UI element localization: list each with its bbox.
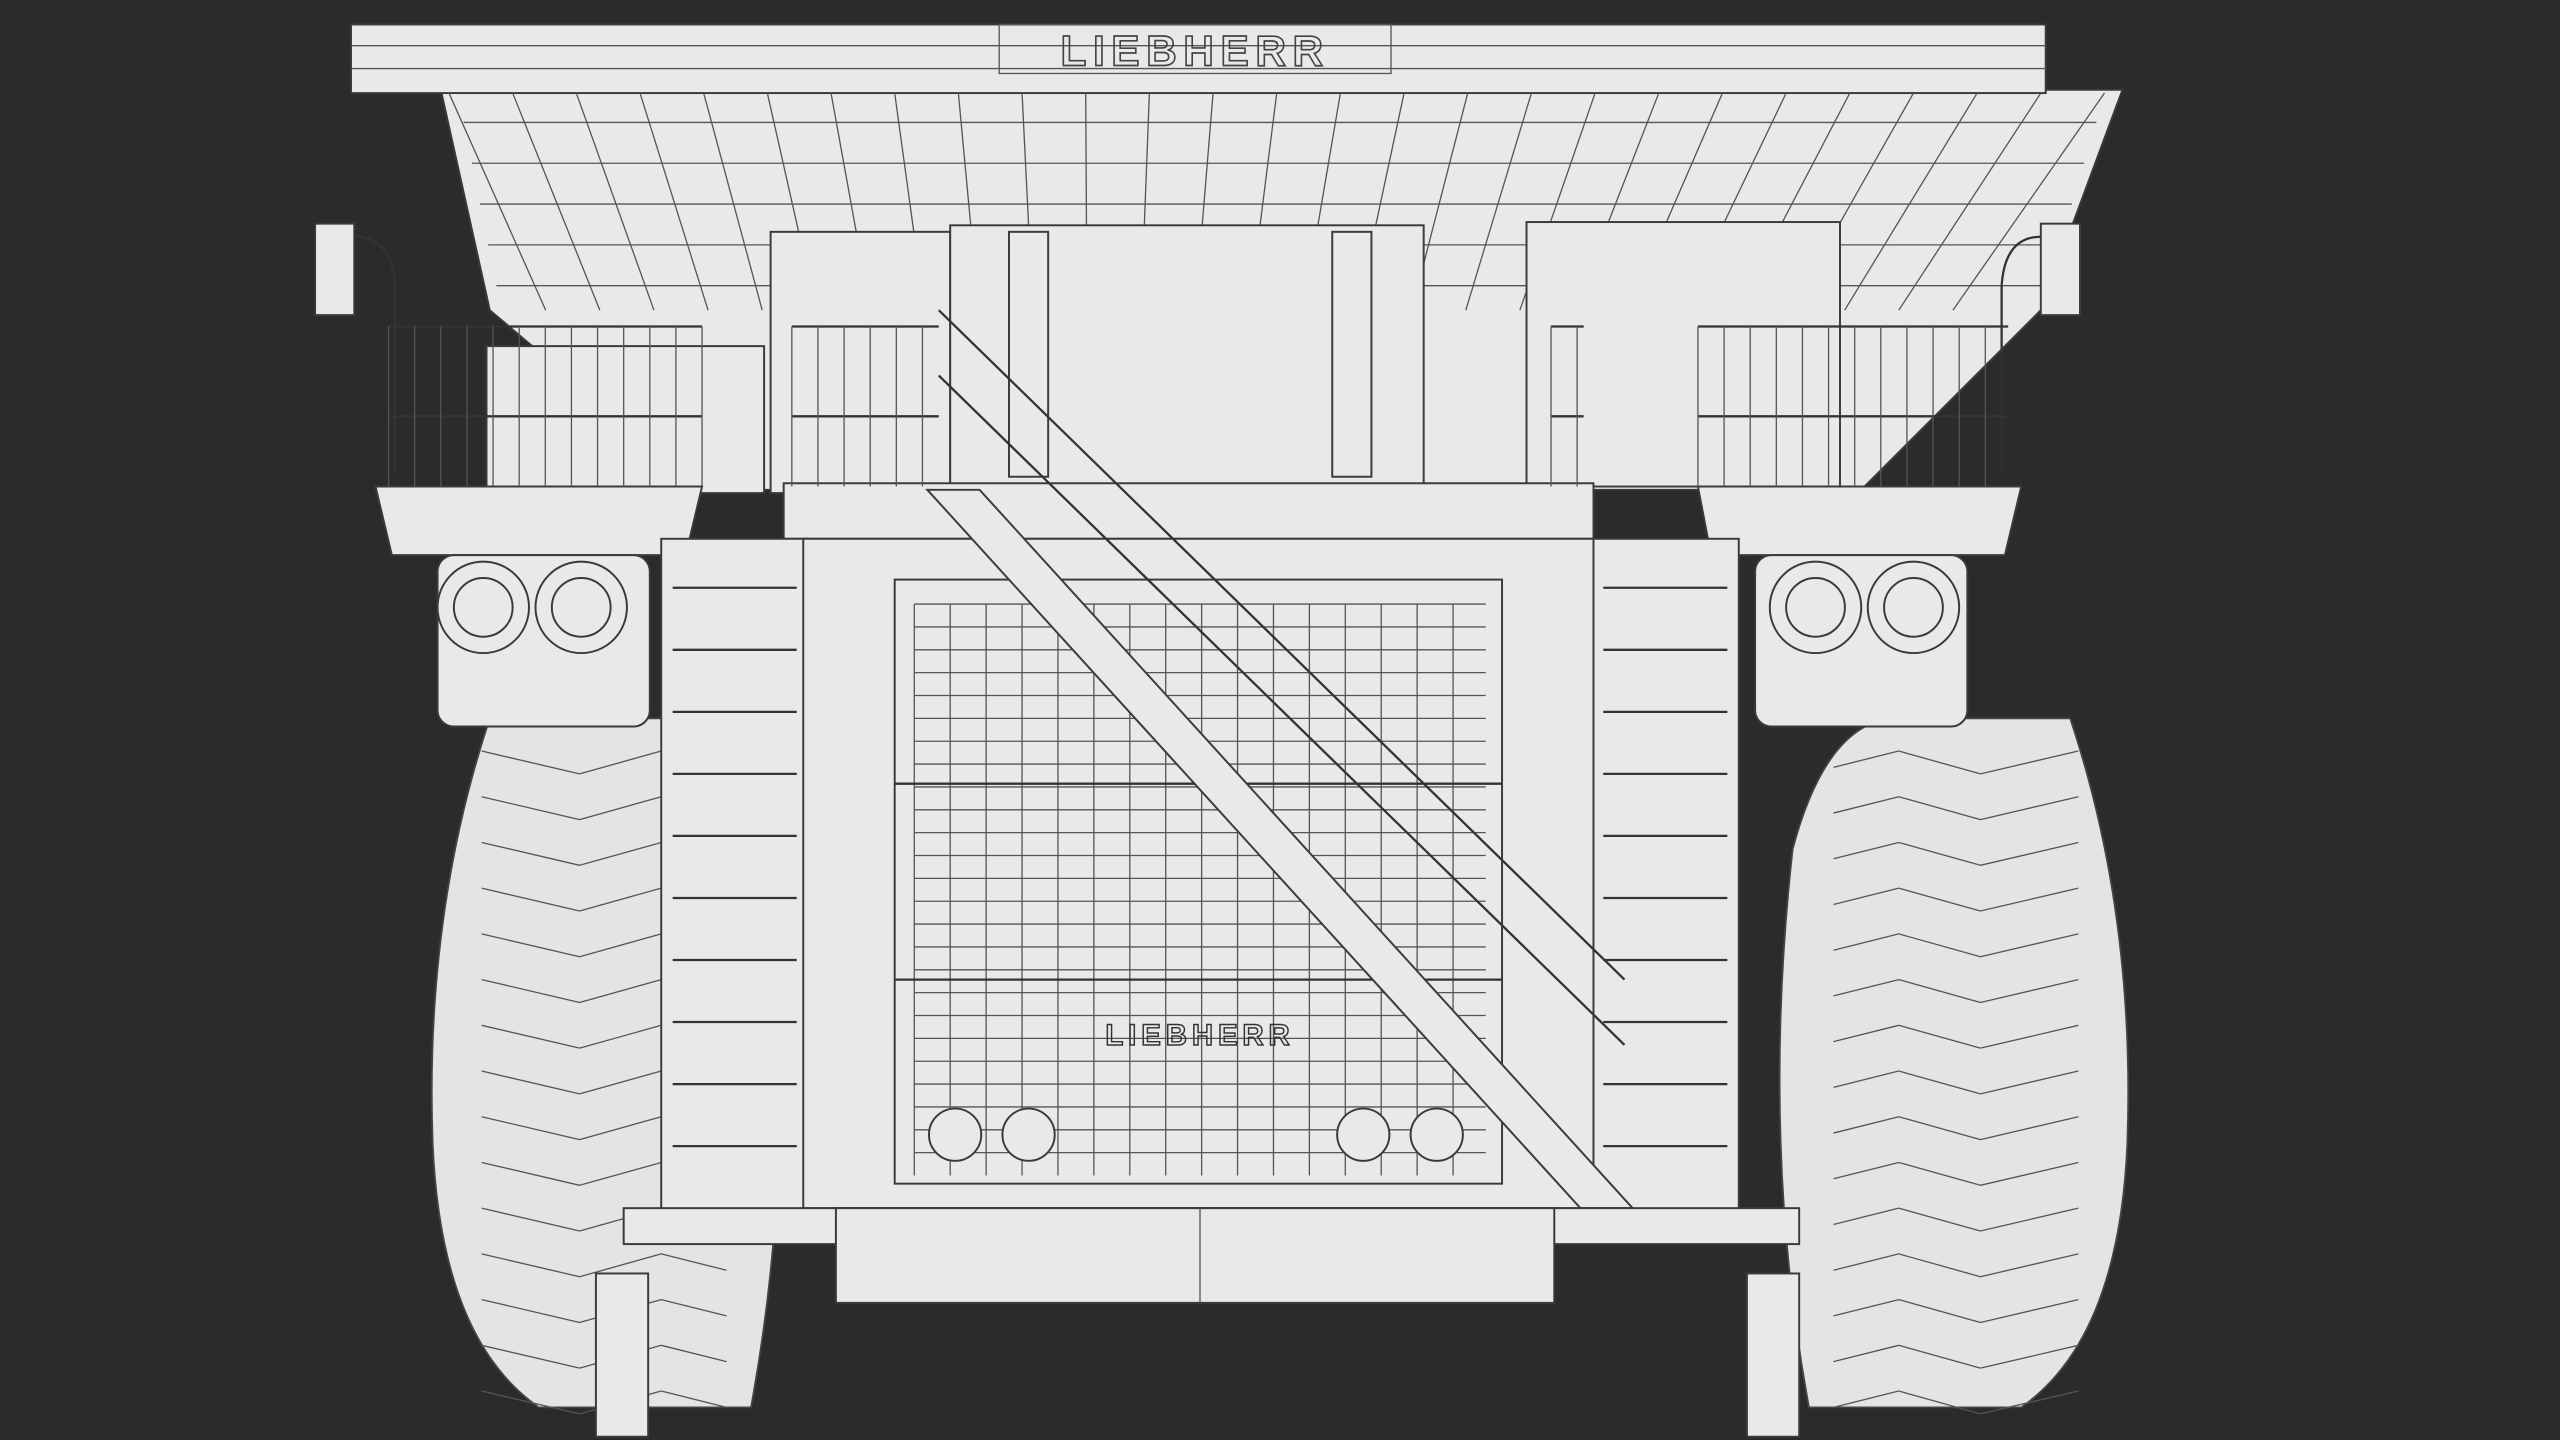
front-bumper xyxy=(594,1207,1801,1438)
left-mirror xyxy=(314,222,397,474)
side-ladders xyxy=(660,537,1740,1226)
right-mirror xyxy=(2000,222,2081,474)
right-tire xyxy=(1778,717,2130,1415)
grille-logo: LIEBHERR xyxy=(1105,1019,1294,1052)
handrails xyxy=(387,325,2009,487)
cabinets xyxy=(485,221,1841,495)
radiator-grille: LIEBHERR xyxy=(802,537,1595,1210)
right-headlight-cluster xyxy=(1754,554,1969,728)
upper-deck xyxy=(374,482,2023,557)
fog-lights xyxy=(928,1107,1464,1162)
svg-text:LIEBHERR: LIEBHERR xyxy=(1061,27,1330,74)
left-headlight-cluster xyxy=(436,554,651,728)
top-logo: LIEBHERR xyxy=(998,23,1392,75)
